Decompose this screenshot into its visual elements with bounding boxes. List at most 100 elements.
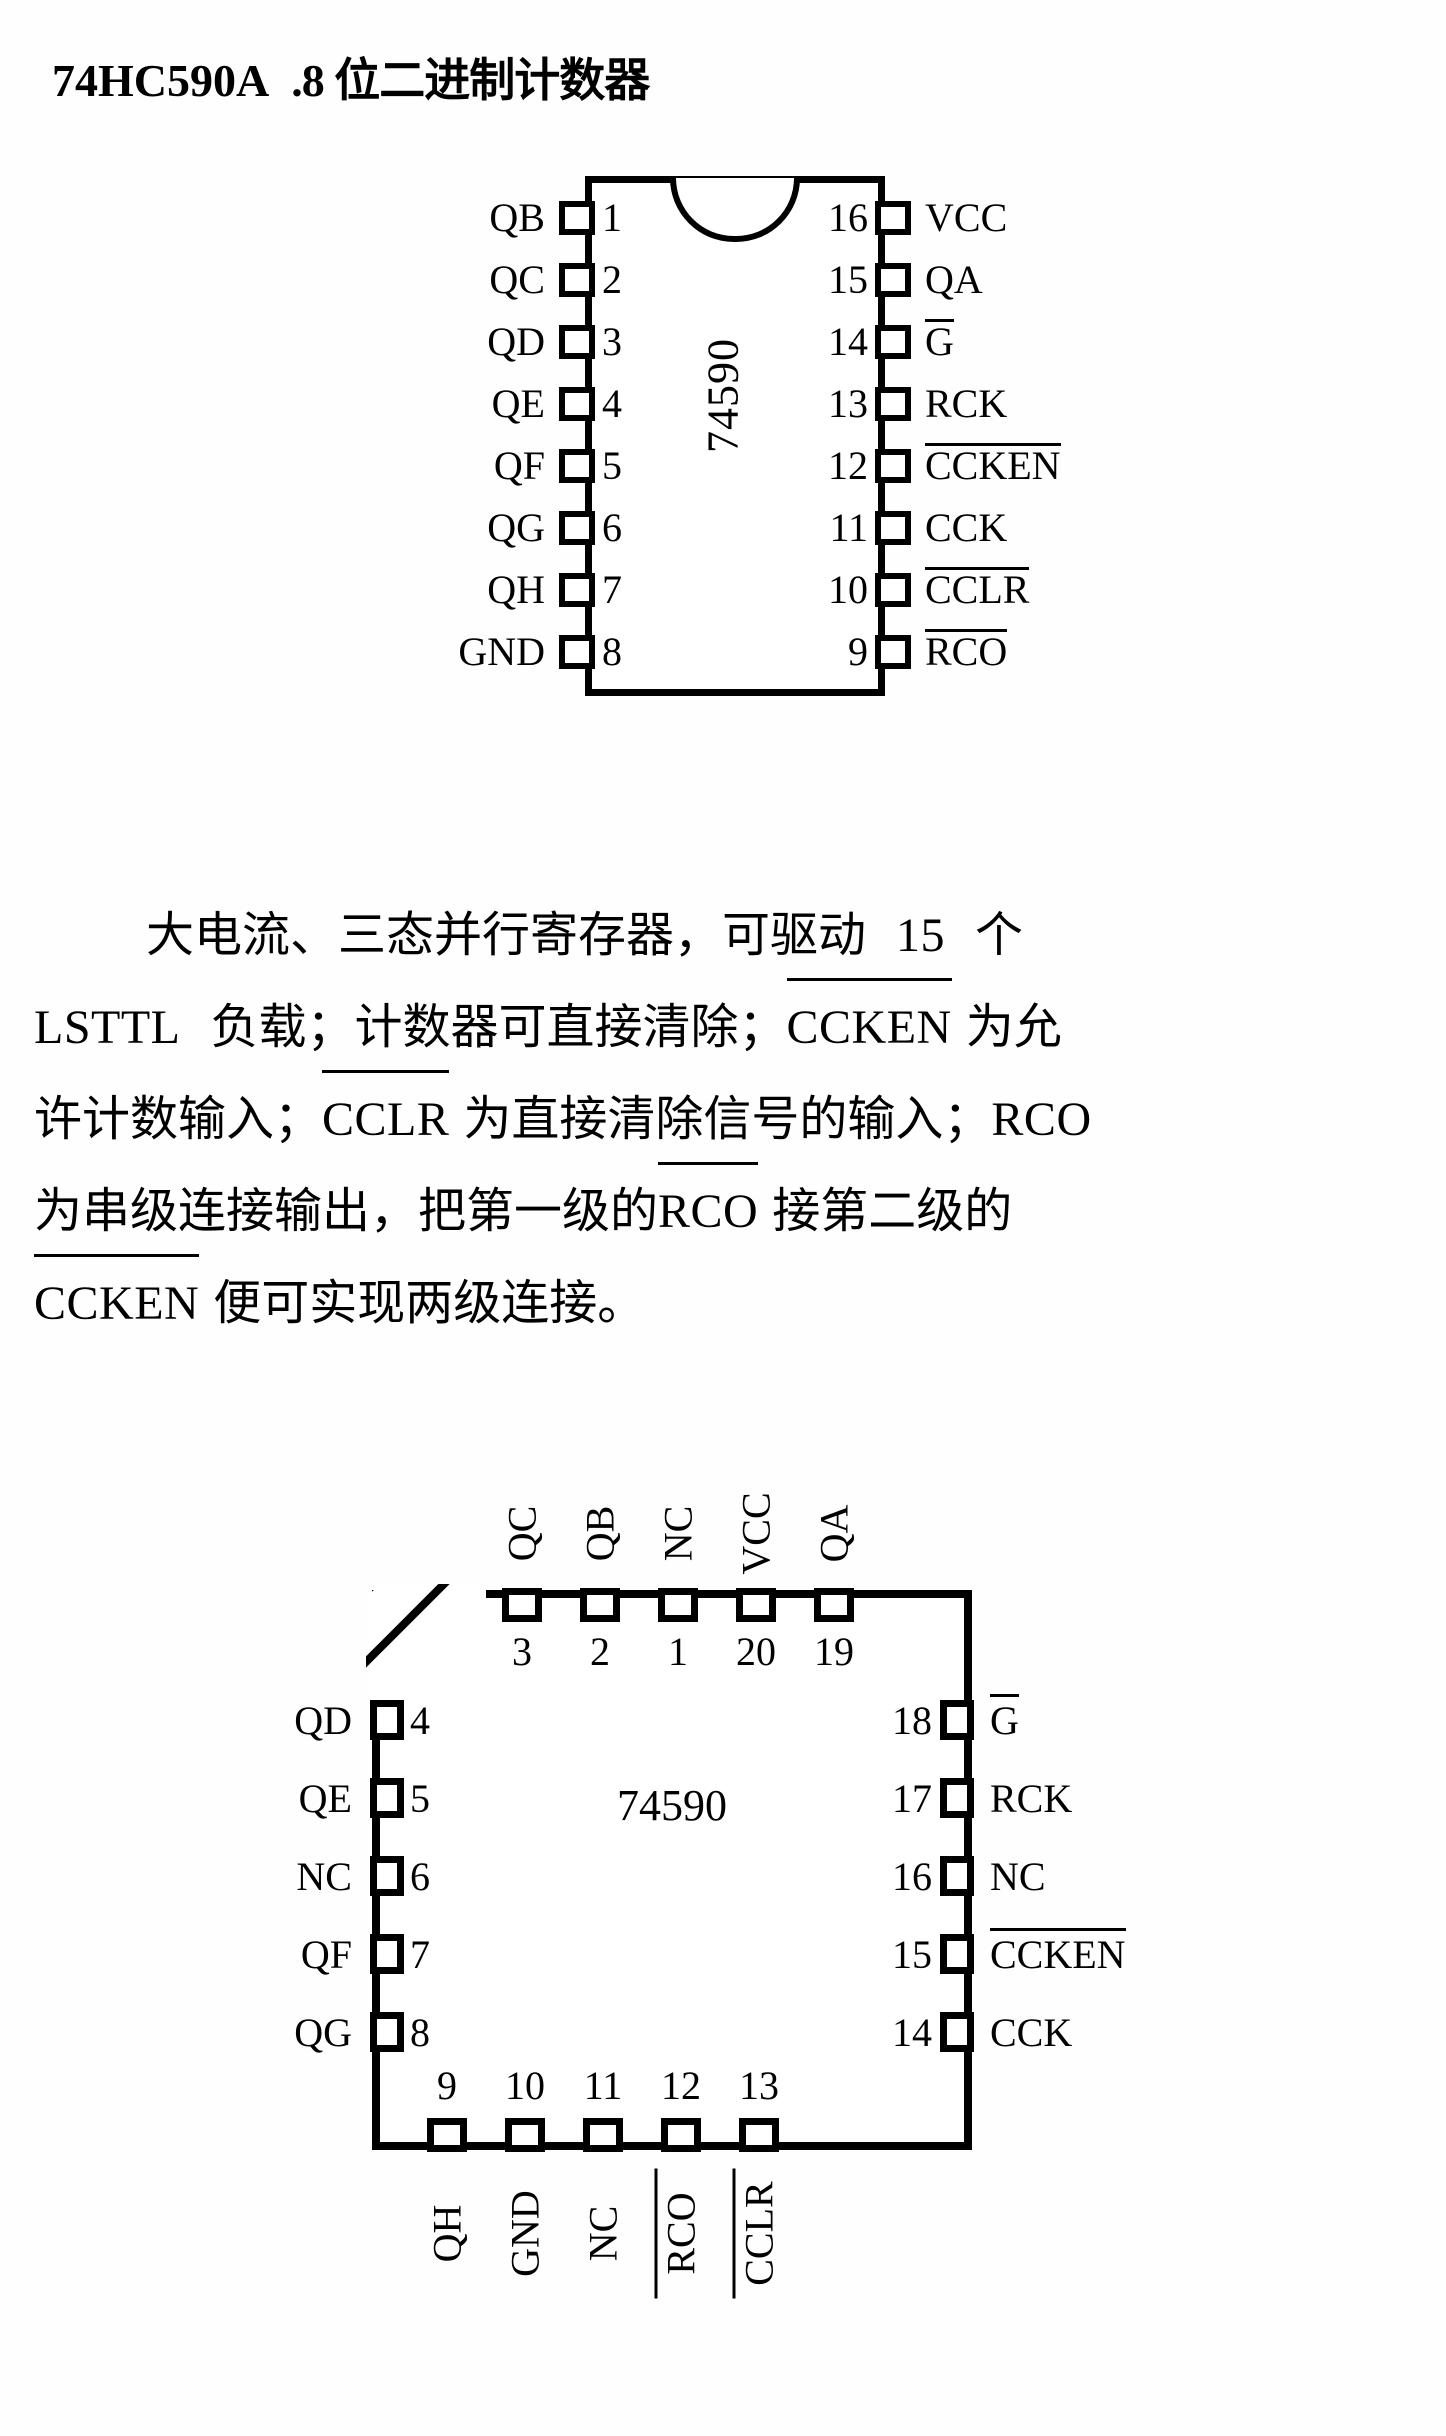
- pin-label: QG: [487, 505, 545, 550]
- pin-label: CCLR: [925, 566, 1030, 612]
- pin-number: 10: [828, 567, 868, 612]
- pin-pad-icon: [875, 449, 911, 483]
- plcc20-pin-number-6: 6: [410, 1854, 430, 1899]
- pin-pad-icon: [940, 1856, 974, 1896]
- plcc20-chamfer-icon: [366, 1584, 486, 1704]
- pin-label: RCK: [925, 381, 1008, 426]
- para-l3-ovl: CCLR: [322, 1070, 450, 1166]
- pin-label: VCC: [925, 195, 1008, 240]
- pin-number: 9: [848, 629, 868, 674]
- plcc20-pin-number-2: 2: [590, 1629, 610, 1674]
- paragraph-line-1: 大电流、三态并行寄存器，可驱动 15 个: [34, 890, 1414, 982]
- pin-number: 1: [602, 195, 622, 240]
- part-number: 74HC590A: [52, 55, 270, 106]
- plcc20-pin-label-15: CCKEN: [990, 1927, 1126, 1977]
- plcc20-pin-label-3: QC: [499, 1505, 545, 1562]
- plcc20-pin-label-9: QH: [424, 2204, 470, 2263]
- pin-pad-icon: [940, 1778, 974, 1818]
- pin-pad-icon: [580, 1588, 620, 1622]
- para-l3-b: 为直接清除信号的输入；: [463, 1093, 992, 1146]
- pin-pad-icon: [940, 1700, 974, 1740]
- pin-pad-icon: [661, 2118, 701, 2152]
- para-l1-b: 个: [975, 909, 1024, 962]
- pin-pad-icon: [814, 1588, 854, 1622]
- plcc20-pin-label-1: NC: [655, 1505, 701, 1562]
- plcc20-pin-label-4: QD: [294, 1698, 352, 1743]
- pin-pad-icon: [505, 2118, 545, 2152]
- plcc20-pin-label-8: QG: [294, 2010, 352, 2055]
- plcc20-pin-number-20: 20: [736, 1629, 776, 1674]
- plcc20-pin-number-13: 13: [739, 2063, 779, 2108]
- pin-label: CCK: [925, 505, 1008, 550]
- pin-pad-icon: [559, 511, 595, 545]
- pin-pad-icon: [583, 2118, 623, 2152]
- plcc20-pin-label-2: QB: [577, 1505, 623, 1562]
- dip16-pin-11: 11 CCK: [829, 505, 1208, 550]
- pin-pad-icon: [370, 1934, 404, 1974]
- pin-pad-icon: [559, 573, 595, 607]
- pin-pad-icon: [370, 1778, 404, 1818]
- plcc20-pin-label-18: G: [990, 1693, 1019, 1743]
- plcc20-pin-number-14: 14: [892, 2010, 932, 2055]
- pin-pad-icon: [658, 1588, 698, 1622]
- plcc20-pin-number-5: 5: [410, 1776, 430, 1821]
- pin-label: G: [925, 318, 954, 364]
- dip16-pin-10: 10 CCLR: [828, 566, 1208, 612]
- plcc20-pin-label-12: RCO: [658, 2169, 705, 2299]
- para-l1-num: 15: [896, 909, 946, 962]
- pin-label: CCKEN: [925, 442, 1061, 488]
- plcc20-pin-label-19: QA: [811, 1504, 857, 1563]
- plcc20-pin-number-10: 10: [505, 2063, 545, 2108]
- pin-label: QE: [491, 381, 545, 426]
- plcc20-pin-number-9: 9: [437, 2063, 457, 2108]
- pin-number: 2: [602, 257, 622, 302]
- pin-pad-icon: [559, 201, 595, 235]
- para-l5-a: 便可实现两级连接。: [213, 1277, 646, 1330]
- para-l2-ovl: CCKEN: [786, 978, 952, 1074]
- pin-number: 14: [828, 319, 868, 364]
- plcc20-pin-label-10: GND: [502, 2190, 548, 2277]
- pin-number: 11: [829, 505, 868, 550]
- page-title: 74HC590A.8 位二进制计数器: [52, 44, 650, 110]
- pin-pad-icon: [875, 573, 911, 607]
- plcc20-pin-label-11: NC: [580, 2205, 626, 2262]
- para-l2-c: 为允: [965, 1001, 1062, 1054]
- pin-number: 16: [828, 195, 868, 240]
- pin-label: QF: [493, 443, 545, 488]
- pin-pad-icon: [875, 325, 911, 359]
- para-l4-b: 接第二级的: [772, 1185, 1013, 1238]
- para-l2-b: 负载；计数器可直接清除；: [210, 1001, 787, 1054]
- plcc20-pin-number-8: 8: [410, 2010, 430, 2055]
- para-l3-a: 许计数输入；: [34, 1093, 323, 1146]
- pin-label: QD: [487, 319, 545, 364]
- pin-label: GND: [458, 629, 545, 674]
- dip16-pin-16: 16 VCC: [828, 195, 1208, 240]
- plcc20-pin-number-18: 18: [892, 1698, 932, 1743]
- pin-pad-icon: [736, 1588, 776, 1622]
- pin-pad-icon: [427, 2118, 467, 2152]
- pin-pad-icon: [875, 511, 911, 545]
- plcc20-pin-number-11: 11: [583, 2063, 623, 2108]
- para-l4-ovl: RCO: [658, 1162, 759, 1258]
- para-l2-a: LSTTL: [34, 1001, 181, 1054]
- para-l1-a: 大电流、三态并行寄存器，可驱动: [146, 909, 867, 962]
- plcc20-part-marking: 74590: [617, 1781, 727, 1830]
- plcc20-pin-label-7: QF: [300, 1932, 352, 1977]
- plcc20-pin-label-16: NC: [990, 1854, 1046, 1899]
- pin-pad-icon: [875, 635, 911, 669]
- pin-pad-icon: [739, 2118, 779, 2152]
- plcc20-pin-label-20: VCC: [733, 1492, 779, 1575]
